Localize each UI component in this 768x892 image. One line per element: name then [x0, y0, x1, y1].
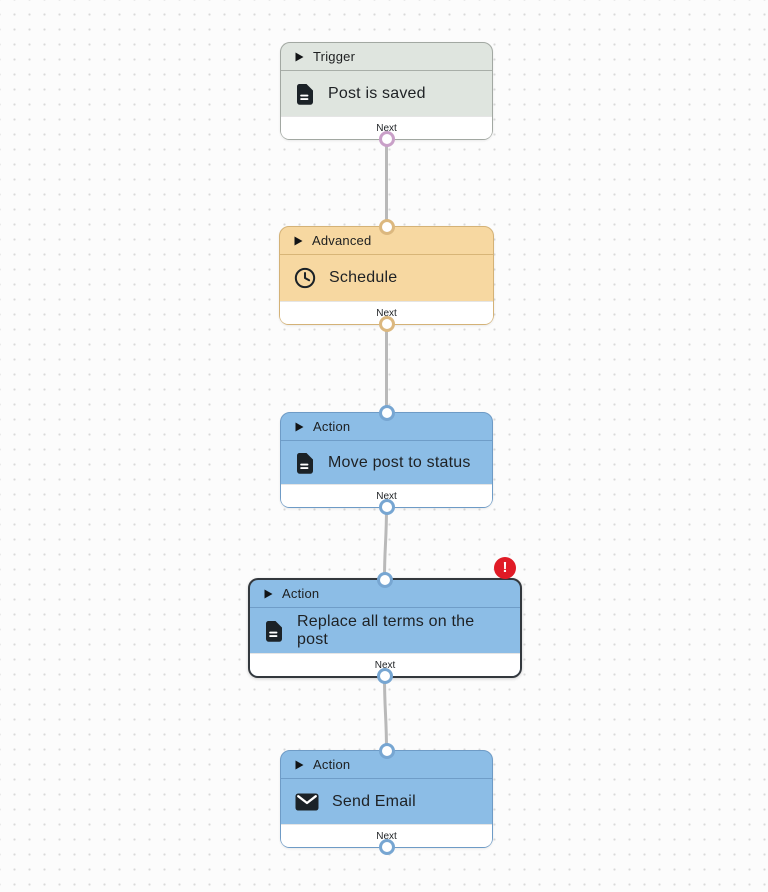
- output-port[interactable]: [377, 668, 393, 684]
- document-icon: [295, 83, 315, 105]
- node-body: Replace all terms on the post: [250, 608, 520, 653]
- input-port[interactable]: [377, 572, 393, 588]
- node-title: Send Email: [332, 792, 416, 810]
- node-advanced-schedule[interactable]: Advanced Schedule Next: [279, 219, 494, 332]
- connector: [383, 675, 388, 752]
- node-footer: Next: [281, 484, 492, 507]
- collapse-arrow-icon[interactable]: [295, 760, 304, 770]
- node-body: Post is saved: [281, 71, 492, 116]
- node-category-label: Action: [282, 586, 320, 601]
- document-icon: [295, 452, 315, 474]
- node-footer: Next: [250, 653, 520, 676]
- collapse-arrow-icon[interactable]: [295, 52, 304, 62]
- node-header: Action: [250, 580, 520, 608]
- node-trigger-post-is-saved[interactable]: Trigger Post is saved Next: [280, 42, 493, 147]
- input-port[interactable]: [378, 405, 395, 421]
- next-branch-label: Next: [376, 307, 397, 319]
- node-header: Advanced: [280, 227, 493, 255]
- collapse-arrow-icon[interactable]: [294, 236, 303, 246]
- node-title: Move post to status: [328, 453, 471, 471]
- node-header: Action: [281, 751, 492, 779]
- node-category-label: Action: [313, 757, 351, 772]
- next-branch-label: Next: [374, 659, 396, 671]
- node-title: Post is saved: [328, 84, 426, 102]
- node-action-replace-all-terms[interactable]: ! Action Replace all terms on the post N…: [248, 557, 522, 684]
- node-body: Schedule: [280, 255, 493, 301]
- node-title: Schedule: [329, 269, 398, 286]
- node-body: Move post to status: [281, 441, 492, 484]
- node-action-send-email[interactable]: Action Send Email Next: [280, 743, 493, 855]
- next-branch-label: Next: [376, 122, 397, 134]
- node-header: Action: [281, 413, 492, 441]
- next-branch-label: Next: [376, 490, 397, 502]
- collapse-arrow-icon[interactable]: [264, 589, 273, 599]
- output-port[interactable]: [378, 316, 395, 332]
- output-port[interactable]: [378, 499, 395, 515]
- output-port[interactable]: [378, 839, 395, 855]
- document-icon: [264, 620, 284, 642]
- node-title: Replace all terms on the post: [297, 612, 475, 648]
- node-body: Send Email: [281, 779, 492, 824]
- next-branch-label: Next: [376, 830, 397, 842]
- output-port[interactable]: [378, 131, 395, 147]
- node-footer: Next: [281, 824, 492, 847]
- node-footer: Next: [280, 301, 493, 324]
- error-badge-icon[interactable]: !: [494, 557, 516, 579]
- node-action-move-post-to-status[interactable]: Action Move post to status Next: [280, 405, 493, 515]
- input-port[interactable]: [378, 219, 395, 235]
- connector: [383, 505, 388, 580]
- node-header: Trigger: [281, 43, 492, 71]
- node-category-label: Trigger: [313, 49, 356, 64]
- clock-icon: [294, 267, 316, 289]
- node-category-label: Action: [313, 419, 351, 434]
- collapse-arrow-icon[interactable]: [295, 422, 304, 432]
- input-port[interactable]: [378, 743, 395, 759]
- node-category-label: Advanced: [312, 233, 372, 248]
- node-footer: Next: [281, 116, 492, 139]
- mail-icon: [295, 793, 319, 811]
